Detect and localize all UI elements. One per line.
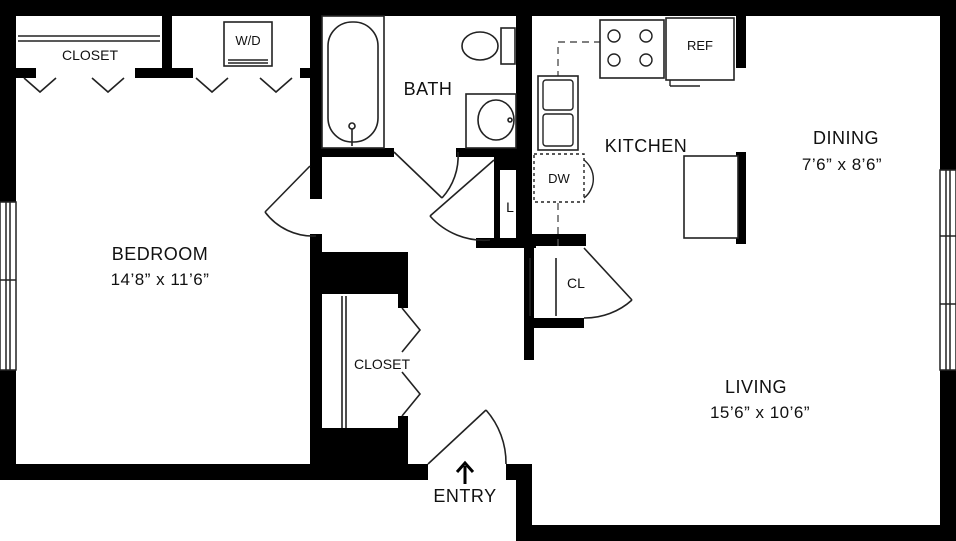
hall-closet-label: CLOSET: [354, 356, 410, 372]
vanity: [465, 93, 517, 149]
dishwasher-label: DW: [548, 171, 570, 186]
wall-living-left: [516, 464, 532, 541]
living-label: LIVING: [725, 377, 787, 397]
dining-label: DINING: [813, 128, 879, 148]
window-dining-living: [939, 169, 956, 371]
bedroom-closet: [18, 35, 293, 94]
window-bedroom: [0, 201, 17, 371]
island: [683, 155, 739, 239]
interior-walls: [16, 16, 746, 480]
bedroom-closet-label: CLOSET: [62, 47, 118, 63]
range: [599, 19, 665, 79]
entry-label: ENTRY: [433, 486, 496, 506]
sink: [477, 99, 515, 141]
windows: [0, 169, 956, 371]
wall-top: [0, 0, 956, 16]
kitchen-fixtures: [533, 17, 739, 246]
bathtub: [321, 15, 385, 149]
kitchen-sink: [537, 75, 579, 151]
dishwasher: [533, 153, 585, 203]
wall-bottom-right: [516, 525, 956, 541]
doors: [264, 151, 633, 465]
labels: CLOSET W/D BATH REF KITCHEN DW L DINING …: [62, 33, 882, 506]
kitchen-label: KITCHEN: [605, 136, 688, 156]
linen-label: L: [506, 199, 514, 215]
bath-fixtures: [321, 15, 517, 149]
wall-bedroom-bottom: [0, 464, 320, 480]
toilet-tank: [500, 27, 516, 65]
toilet-bowl: [461, 31, 499, 61]
washer-dryer-label: W/D: [235, 33, 260, 48]
dining-dimensions: 7’6” x 8’6”: [802, 155, 882, 174]
bath-label: BATH: [404, 79, 453, 99]
refrigerator: [665, 17, 735, 81]
refrigerator-label: REF: [687, 38, 713, 53]
washer-dryer: [223, 21, 273, 67]
bedroom-dimensions: 14’8” x 11’6”: [111, 270, 210, 289]
bedroom-label: BEDROOM: [112, 244, 209, 264]
living-dimensions: 15’6” x 10’6”: [710, 403, 810, 422]
entry-arrow-icon: [455, 460, 475, 484]
coat-closet-label: CL: [567, 275, 585, 291]
